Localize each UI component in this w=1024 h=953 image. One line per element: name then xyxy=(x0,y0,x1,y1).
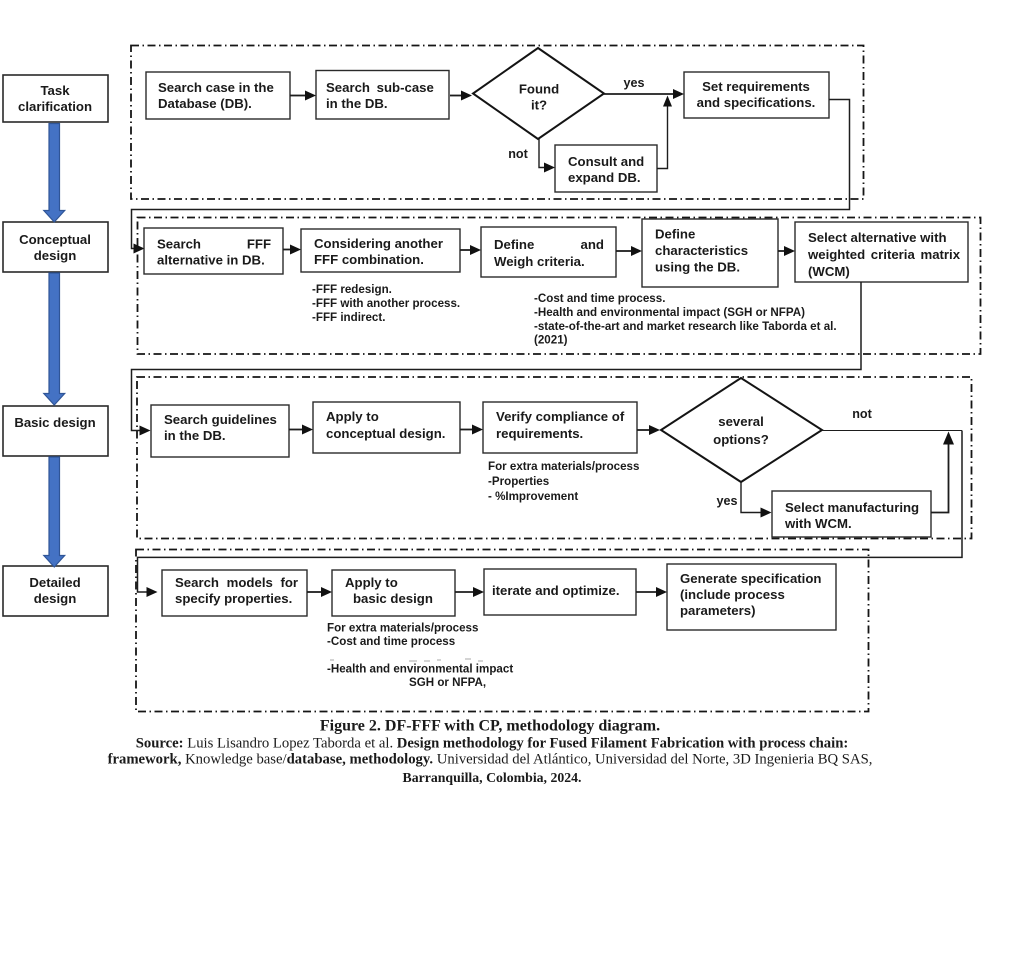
svg-text:-state-of-the-art and market r: -state-of-the-art and market research li… xyxy=(534,320,837,333)
svg-text:Found: Found xyxy=(519,82,559,97)
svg-text:-Health and environmental impa: -Health and environmental impact xyxy=(327,663,513,676)
svg-text:Apply to: Apply to xyxy=(345,575,398,590)
svg-text:it?: it? xyxy=(531,98,547,113)
svg-text:iterate and optimize.: iterate and optimize. xyxy=(492,583,620,598)
svg-text:basic design: basic design xyxy=(353,591,433,606)
svg-text:clarification: clarification xyxy=(18,99,92,114)
svg-text:yes: yes xyxy=(716,494,737,508)
svg-text:Considering another: Considering another xyxy=(314,236,443,251)
svg-text:Barranquilla, Colombia, 2024.: Barranquilla, Colombia, 2024. xyxy=(403,770,582,785)
svg-text:-FFF with another process.: -FFF with another process. xyxy=(312,297,460,310)
svg-text:-FFF redesign.: -FFF redesign. xyxy=(312,283,392,296)
svg-text:conceptual design.: conceptual design. xyxy=(326,426,445,441)
svg-text:FFF combination.: FFF combination. xyxy=(314,252,424,267)
svg-text:Source: Luis Lisandro Lopez Ta: Source: Luis Lisandro Lopez Taborda et a… xyxy=(136,736,849,752)
svg-text:-Cost and time process.: -Cost and time process. xyxy=(534,292,665,305)
svg-text:FFF: FFF xyxy=(247,237,271,252)
svg-text:Database (DB).: Database (DB). xyxy=(158,96,252,111)
svg-text:SGH or NFPA,: SGH or NFPA, xyxy=(409,676,486,689)
svg-text:not: not xyxy=(508,147,528,161)
svg-text:Figure 2. DF-FFF with CP, meth: Figure 2. DF-FFF with CP, methodology di… xyxy=(320,718,660,735)
svg-text:Task: Task xyxy=(40,83,70,98)
svg-text:Verify compliance of: Verify compliance of xyxy=(496,409,625,424)
svg-text:in the DB.: in the DB. xyxy=(164,428,226,443)
svg-text:For extra materials/process: For extra materials/process xyxy=(488,460,639,473)
svg-text:Define: Define xyxy=(494,237,534,252)
svg-text:Search sub-case: Search sub-case xyxy=(326,80,434,95)
svg-text:For extra materials/process: For extra materials/process xyxy=(327,622,478,635)
svg-text:parameters): parameters) xyxy=(680,603,756,618)
svg-text:(2021): (2021) xyxy=(534,334,568,347)
svg-text:Weigh criteria.: Weigh criteria. xyxy=(494,254,585,269)
svg-text:yes: yes xyxy=(623,76,644,90)
svg-text:expand DB.: expand DB. xyxy=(568,170,641,185)
svg-text:Search models for: Search models for xyxy=(175,575,298,590)
svg-text:Define: Define xyxy=(655,227,695,242)
svg-text:Search: Search xyxy=(157,237,201,252)
svg-text:and specifications.: and specifications. xyxy=(697,95,816,110)
svg-text:using the DB.: using the DB. xyxy=(655,260,740,275)
svg-text:framework, Knowledge base/data: framework, Knowledge base/database, meth… xyxy=(108,752,873,768)
svg-text:Detailed: Detailed xyxy=(29,575,80,590)
svg-text:(WCM): (WCM) xyxy=(808,264,850,279)
svg-text:(include process: (include process xyxy=(680,587,785,602)
svg-text:Consult and: Consult and xyxy=(568,154,644,169)
svg-text:specify properties.: specify properties. xyxy=(175,591,292,606)
svg-text:weighted criteria matrix: weighted criteria matrix xyxy=(807,247,961,262)
svg-text:characteristics: characteristics xyxy=(655,243,748,258)
svg-text:Conceptual: Conceptual xyxy=(19,232,91,247)
svg-text:-FFF indirect.: -FFF indirect. xyxy=(312,311,385,324)
svg-text:not: not xyxy=(852,407,872,421)
svg-text:design: design xyxy=(34,248,77,263)
svg-text:requirements.: requirements. xyxy=(496,426,583,441)
svg-text:design: design xyxy=(34,591,77,606)
svg-text:-Cost and time process: -Cost and time process xyxy=(327,635,455,648)
svg-text:options?: options? xyxy=(713,432,769,447)
svg-text:-Properties: -Properties xyxy=(488,475,549,488)
svg-text:Search guidelines: Search guidelines xyxy=(164,412,277,427)
svg-text:-Health and environmental impa: -Health and environmental impact (SGH or… xyxy=(534,306,805,319)
svg-text:Set requirements: Set requirements xyxy=(702,79,810,94)
svg-text:Generate specification: Generate specification xyxy=(680,571,821,586)
svg-text:Apply to: Apply to xyxy=(326,409,379,424)
svg-text:and: and xyxy=(581,237,604,252)
svg-text:in the DB.: in the DB. xyxy=(326,96,388,111)
svg-text:Search case in the: Search case in the xyxy=(158,80,274,95)
svg-text:Select manufacturing: Select manufacturing xyxy=(785,500,919,515)
svg-text:with WCM.: with WCM. xyxy=(784,516,852,531)
svg-text:Select alternative with: Select alternative with xyxy=(808,230,947,245)
svg-text:Basic design: Basic design xyxy=(14,415,95,430)
svg-text:alternative in DB.: alternative in DB. xyxy=(157,253,265,268)
svg-text:- %Improvement: - %Improvement xyxy=(488,490,578,503)
svg-text:several: several xyxy=(718,414,763,429)
